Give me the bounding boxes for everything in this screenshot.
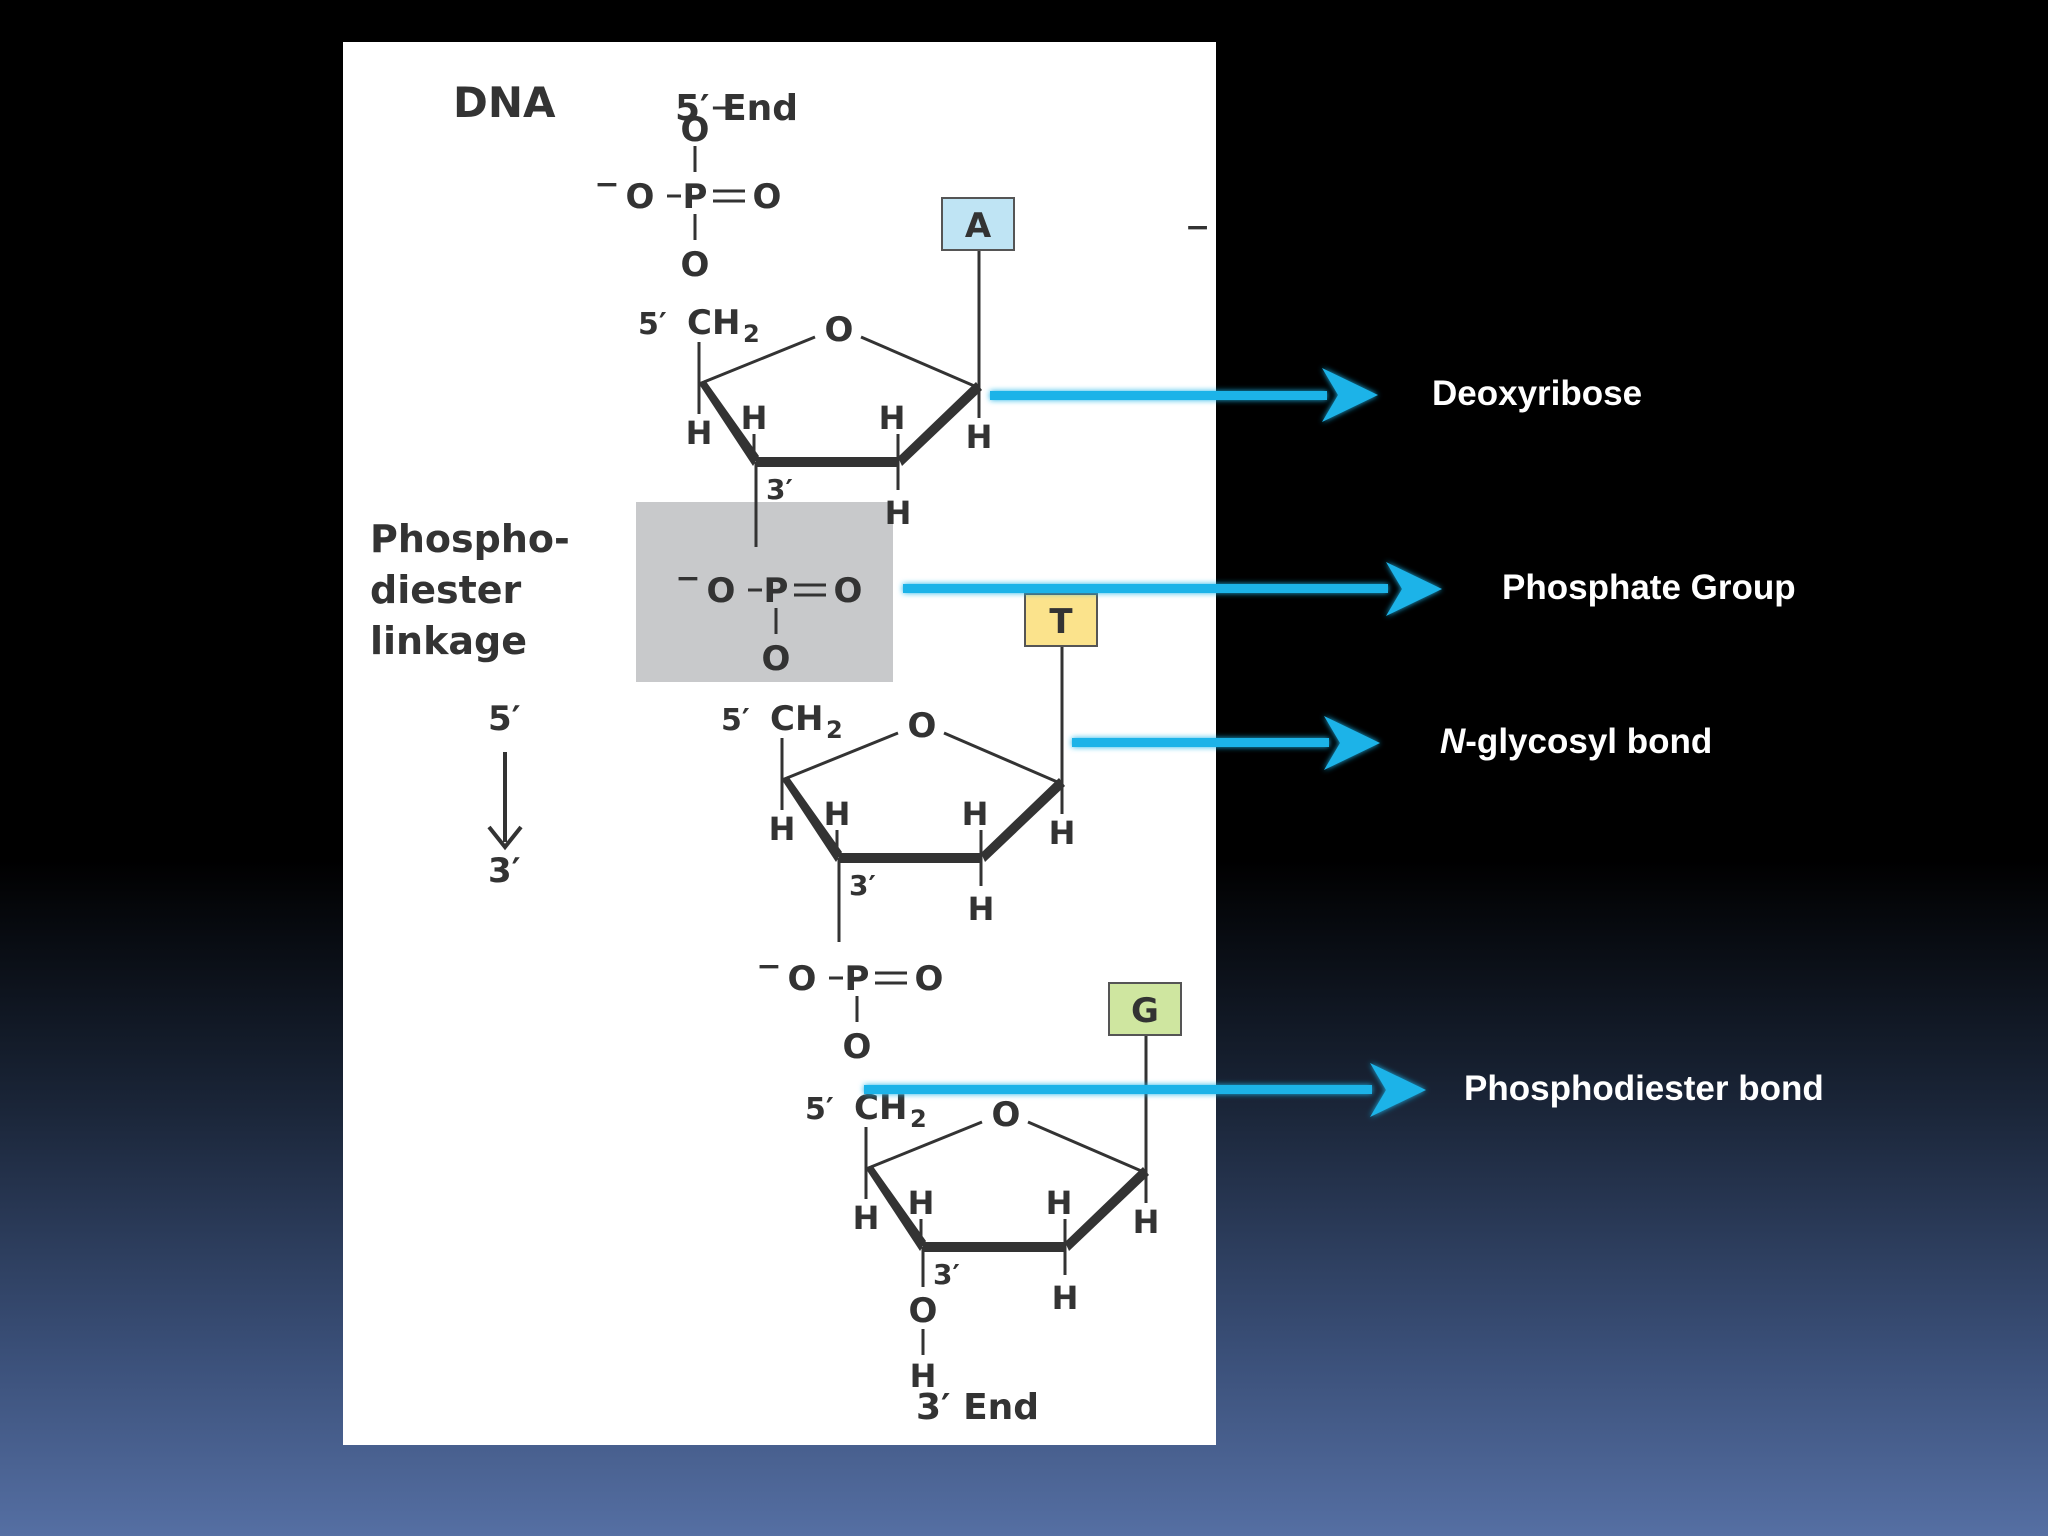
sugar-3-o-c1-bond (1027, 1120, 1147, 1175)
sugar-1-ch2-sub: 2 (743, 320, 760, 348)
base-t-box (1024, 593, 1098, 647)
sugar-3-c4-o-bond (865, 1120, 983, 1171)
sugar-3-c2-c1-wedge (1065, 1167, 1149, 1251)
sugar-1-c2-down-hydrogen: H (885, 494, 912, 532)
callout-phosphate-group: Phosphate Group (1502, 568, 1796, 607)
five-prime-end-label: 5′ End (675, 88, 798, 129)
sugar-2-c3-c2-bold-bond (839, 853, 981, 863)
phosphodiester-bond-arrow (864, 1063, 1426, 1117)
phosphate-1-left-oxygen: O (626, 177, 655, 217)
sugar-3-c2-down-hydrogen: H (1052, 1279, 1079, 1317)
diagram-title: DNA (453, 78, 556, 127)
linkage-label-line-3: linkage (370, 619, 527, 663)
phosphate-2-bottom-oxygen: O (762, 639, 791, 679)
sugar-2-c4-c3-wedge (782, 776, 842, 862)
phosphate-3-bottom-oxygen: O (843, 1027, 872, 1067)
phosphate-2-left-charge: − (675, 561, 700, 596)
sugar-1-c3-hydrogen: H (741, 399, 768, 437)
linkage-label-line-1: Phospho- (370, 517, 570, 561)
direction-arrow-head (487, 825, 523, 851)
phosphate-2-left-oxygen: O (707, 571, 736, 611)
phosphate-3-phosphorus: P (845, 959, 870, 999)
sugar-3-ring-oxygen: O (992, 1095, 1021, 1135)
phosphate-2-right-oxygen: O (834, 571, 863, 611)
sugar-3-c4-hydrogen: H (853, 1199, 880, 1237)
phosphate-1-top-oxygen: O (681, 110, 710, 150)
direction-bottom-label: 3′ (488, 851, 521, 891)
sugar-2-ch2: CH (770, 699, 823, 739)
sugar-1-ch2: CH (687, 303, 740, 343)
sugar-1-c4-hydrogen: H (686, 414, 713, 452)
sugar-2-c3-hydrogen: H (824, 795, 851, 833)
callout-deoxyribose: Deoxyribose (1432, 374, 1643, 413)
direction-top-label: 5′ (488, 699, 521, 739)
sugar-2-c2-down-hydrogen: H (968, 890, 995, 928)
terminal-oxygen: O (909, 1291, 938, 1331)
phosphate-3-right-oxygen: O (915, 959, 944, 999)
n-glycosyl-bond-arrow (1072, 716, 1380, 770)
sugar-2-c2-c1-wedge (981, 778, 1065, 862)
dna-chemical-structure: DNA 5′ End 3′ End Phospho- diester linka… (370, 78, 1210, 1428)
sugar-1-o-c1-bond (860, 335, 980, 390)
base-a-box (941, 197, 1015, 251)
base-a-letter: A (965, 206, 992, 246)
sugar-3-ch2: CH (854, 1088, 907, 1128)
three-prime-end-label: 3′ End (916, 1387, 1039, 1428)
truncated-charge: − (1185, 210, 1210, 245)
deoxyribose-arrow (990, 368, 1378, 422)
callout-phosphodiester-bond: Phosphodiester bond (1464, 1069, 1824, 1108)
phosphate-1-right-oxygen: O (753, 177, 782, 217)
phosphodiester-linkage-box (636, 502, 893, 682)
sugar-1-c2-hydrogen: H (879, 399, 906, 437)
sugar-1-c1-hydrogen: H (966, 418, 993, 456)
sugar-1-ring-oxygen: O (825, 310, 854, 350)
sugar-2-c2-hydrogen: H (962, 795, 989, 833)
sugar-2-three-prime: 3′ (849, 869, 876, 902)
sugar-3-c1-hydrogen: H (1133, 1203, 1160, 1241)
sugar-3-c3-c2-bold-bond (923, 1242, 1065, 1252)
sugar-3-c2-hydrogen: H (1046, 1184, 1073, 1222)
phosphate-1-phosphorus: P (683, 177, 708, 217)
phosphate-group-arrow (903, 562, 1442, 616)
phosphate-1-left-charge: − (594, 167, 619, 202)
sugar-3-five-prime: 5′ (805, 1092, 834, 1127)
phosphate-3-left-charge: − (756, 949, 781, 984)
linkage-label-line-2: diester (370, 568, 522, 612)
phosphate-2-phosphorus: P (764, 571, 789, 611)
sugar-1-c2-c1-wedge (898, 382, 982, 466)
sugar-2-ch2-sub: 2 (826, 716, 843, 744)
sugar-2-c1-hydrogen: H (1049, 814, 1076, 852)
sugar-1-c4-o-bond (698, 335, 816, 386)
sugar-3-ch2-sub: 2 (910, 1105, 927, 1133)
base-t-letter: T (1049, 602, 1073, 642)
sugar-1-c3-c2-bold-bond (756, 457, 898, 467)
phosphate-1-top-charge: − (710, 93, 732, 123)
sugar-3-three-prime: 3′ (933, 1258, 960, 1291)
phosphate-1-bottom-oxygen: O (681, 245, 710, 285)
sugar-2-o-c1-bond (943, 731, 1063, 786)
sugar-1-five-prime: 5′ (638, 307, 667, 342)
phosphate-3-left-oxygen: O (788, 959, 817, 999)
sugar-3-c4-c3-wedge (866, 1165, 926, 1251)
sugar-1-c4-c3-wedge (699, 380, 759, 466)
sugar-1-three-prime: 3′ (766, 473, 793, 506)
terminal-hydrogen: H (910, 1357, 937, 1395)
callout-n-glycosyl-bond: N-glycosyl bond (1440, 722, 1713, 761)
sugar-2-c4-hydrogen: H (769, 810, 796, 848)
sugar-3-c3-hydrogen: H (908, 1184, 935, 1222)
sugar-2-c4-o-bond (781, 731, 899, 782)
base-g-letter: G (1131, 991, 1159, 1031)
sugar-2-ring-oxygen: O (908, 706, 937, 746)
dna-structure-diagram: DNA 5′ End 3′ End Phospho- diester linka… (343, 42, 1216, 1445)
sugar-2-five-prime: 5′ (721, 703, 750, 738)
base-g-box (1108, 982, 1182, 1036)
